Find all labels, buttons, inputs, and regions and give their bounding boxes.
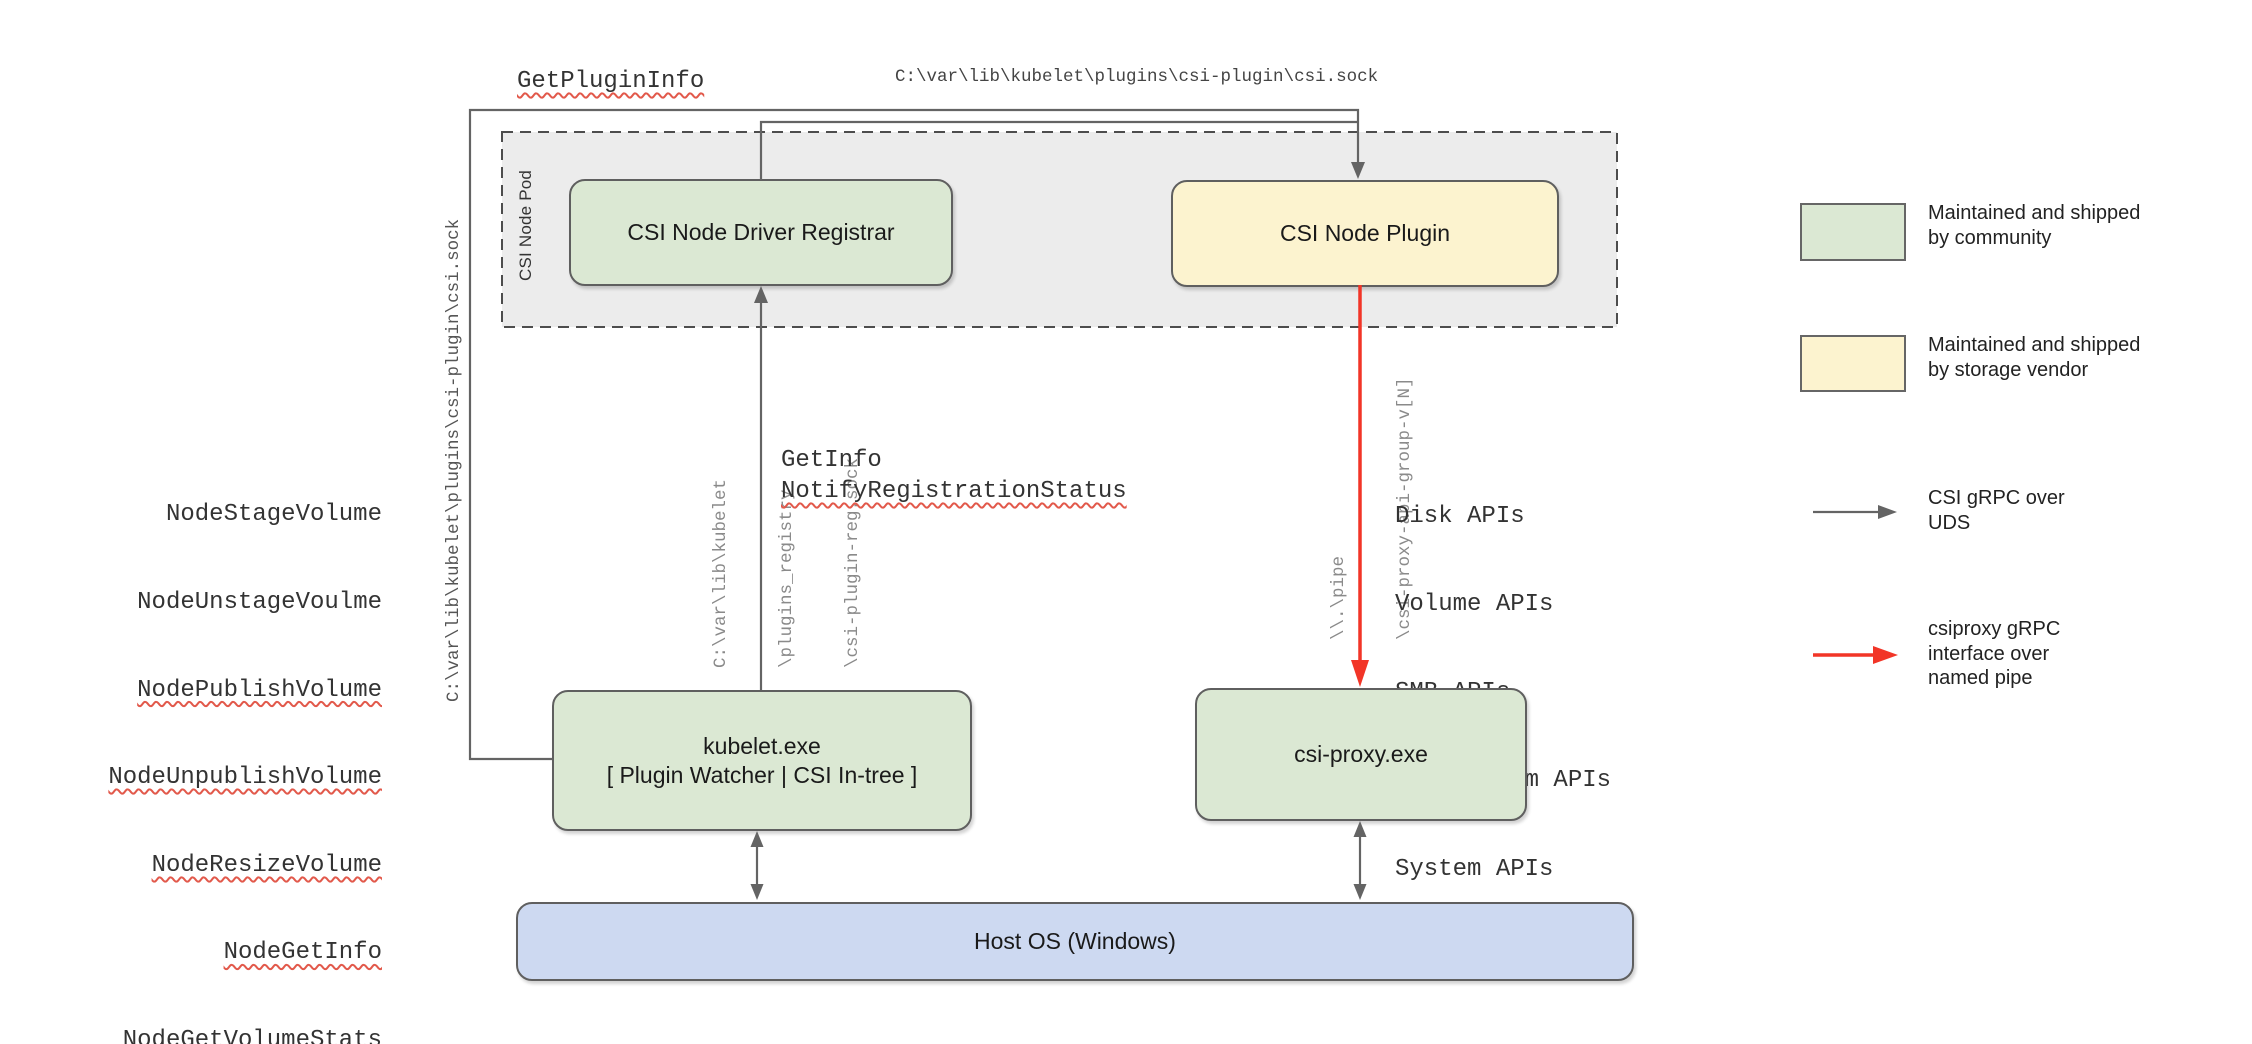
arrowhead-down-host-os bbox=[750, 884, 764, 900]
legend-red-arrowhead bbox=[1873, 646, 1898, 664]
proxy-api-item: Volume APIs bbox=[1395, 591, 1554, 619]
legend-csiproxy-label: csiproxy gRPC interface over named pipe bbox=[1928, 618, 2061, 689]
legend-vendor-label: Maintained and shipped by storage vendor bbox=[1928, 334, 2141, 381]
node-csi-node-driver-registrar-label: CSI Node Driver Registrar bbox=[627, 219, 895, 245]
node-rpc-item: NodeStageVolume bbox=[165, 501, 382, 529]
node-rpc-item: NodeGetInfo bbox=[223, 939, 382, 967]
csi-node-pod-label: CSI Node Pod bbox=[516, 169, 535, 281]
node-kubelet-label-line2: [ Plugin Watcher | CSI In-tree ] bbox=[606, 761, 918, 788]
node-host-os: Host OS (Windows) bbox=[516, 902, 1634, 981]
get-plugin-info-label: GetPluginInfo bbox=[517, 68, 705, 95]
node-rpc-item: NodeGetVolumeStats bbox=[122, 1027, 382, 1044]
legend-gray-arrowhead bbox=[1878, 505, 1897, 519]
arrowhead-into-csi-proxy bbox=[1351, 660, 1369, 687]
node-rpc-item: NodeResizeVolume bbox=[151, 851, 382, 879]
node-rpc-list: NodeStageVolume NodeUnstageVoulme NodePu… bbox=[108, 442, 382, 1044]
node-csi-node-plugin: CSI Node Plugin bbox=[1171, 180, 1559, 287]
node-rpc-item: NodeUnpublishVolume bbox=[108, 764, 382, 792]
node-kubelet: kubelet.exe [ Plugin Watcher | CSI In-tr… bbox=[552, 690, 972, 831]
node-rpc-item: NodeUnstageVoulme bbox=[137, 589, 382, 617]
proxy-api-item: Disk APIs bbox=[1395, 502, 1525, 530]
registry-path-label: C:\var\lib\kubelet \plugins_registry \cs… bbox=[711, 457, 863, 668]
legend-vendor-swatch bbox=[1800, 335, 1906, 392]
node-host-os-label: Host OS (Windows) bbox=[974, 928, 1176, 954]
node-rpc-item: NodePublishVolume bbox=[137, 676, 382, 704]
node-csi-node-plugin-label: CSI Node Plugin bbox=[1279, 220, 1451, 246]
csi-sock-path-label: C:\var\lib\kubelet\plugins\csi-plugin\cs… bbox=[895, 67, 1379, 87]
node-csi-proxy-label: csi-proxy.exe bbox=[1294, 741, 1428, 767]
legend-csi-grpc-label: CSI gRPC over UDS bbox=[1928, 487, 2065, 534]
node-csi-proxy: csi-proxy.exe bbox=[1195, 688, 1527, 821]
pipe-path-label: \\.\pipe \csi-proxy-api-group-v[N] bbox=[1329, 377, 1415, 640]
legend-community-label: Maintained and shipped by community bbox=[1928, 202, 2141, 249]
get-info-label: GetInfo bbox=[781, 447, 882, 474]
proxy-api-item: System APIs bbox=[1395, 855, 1554, 883]
notify-registration-status-label: NotifyRegistrationStatus bbox=[781, 478, 1127, 505]
legend-community-swatch bbox=[1800, 203, 1906, 261]
arrowhead-up-kubelet bbox=[750, 831, 764, 847]
arrowhead-up-csi-proxy bbox=[1353, 821, 1367, 837]
node-kubelet-label-line1: kubelet.exe bbox=[703, 732, 821, 759]
node-csi-node-driver-registrar: CSI Node Driver Registrar bbox=[569, 179, 953, 286]
csi-sock-path-vertical-label: C:\var\lib\kubelet\plugins\csi-plugin\cs… bbox=[444, 218, 464, 702]
arrowhead-down-host-os-2 bbox=[1353, 884, 1367, 900]
